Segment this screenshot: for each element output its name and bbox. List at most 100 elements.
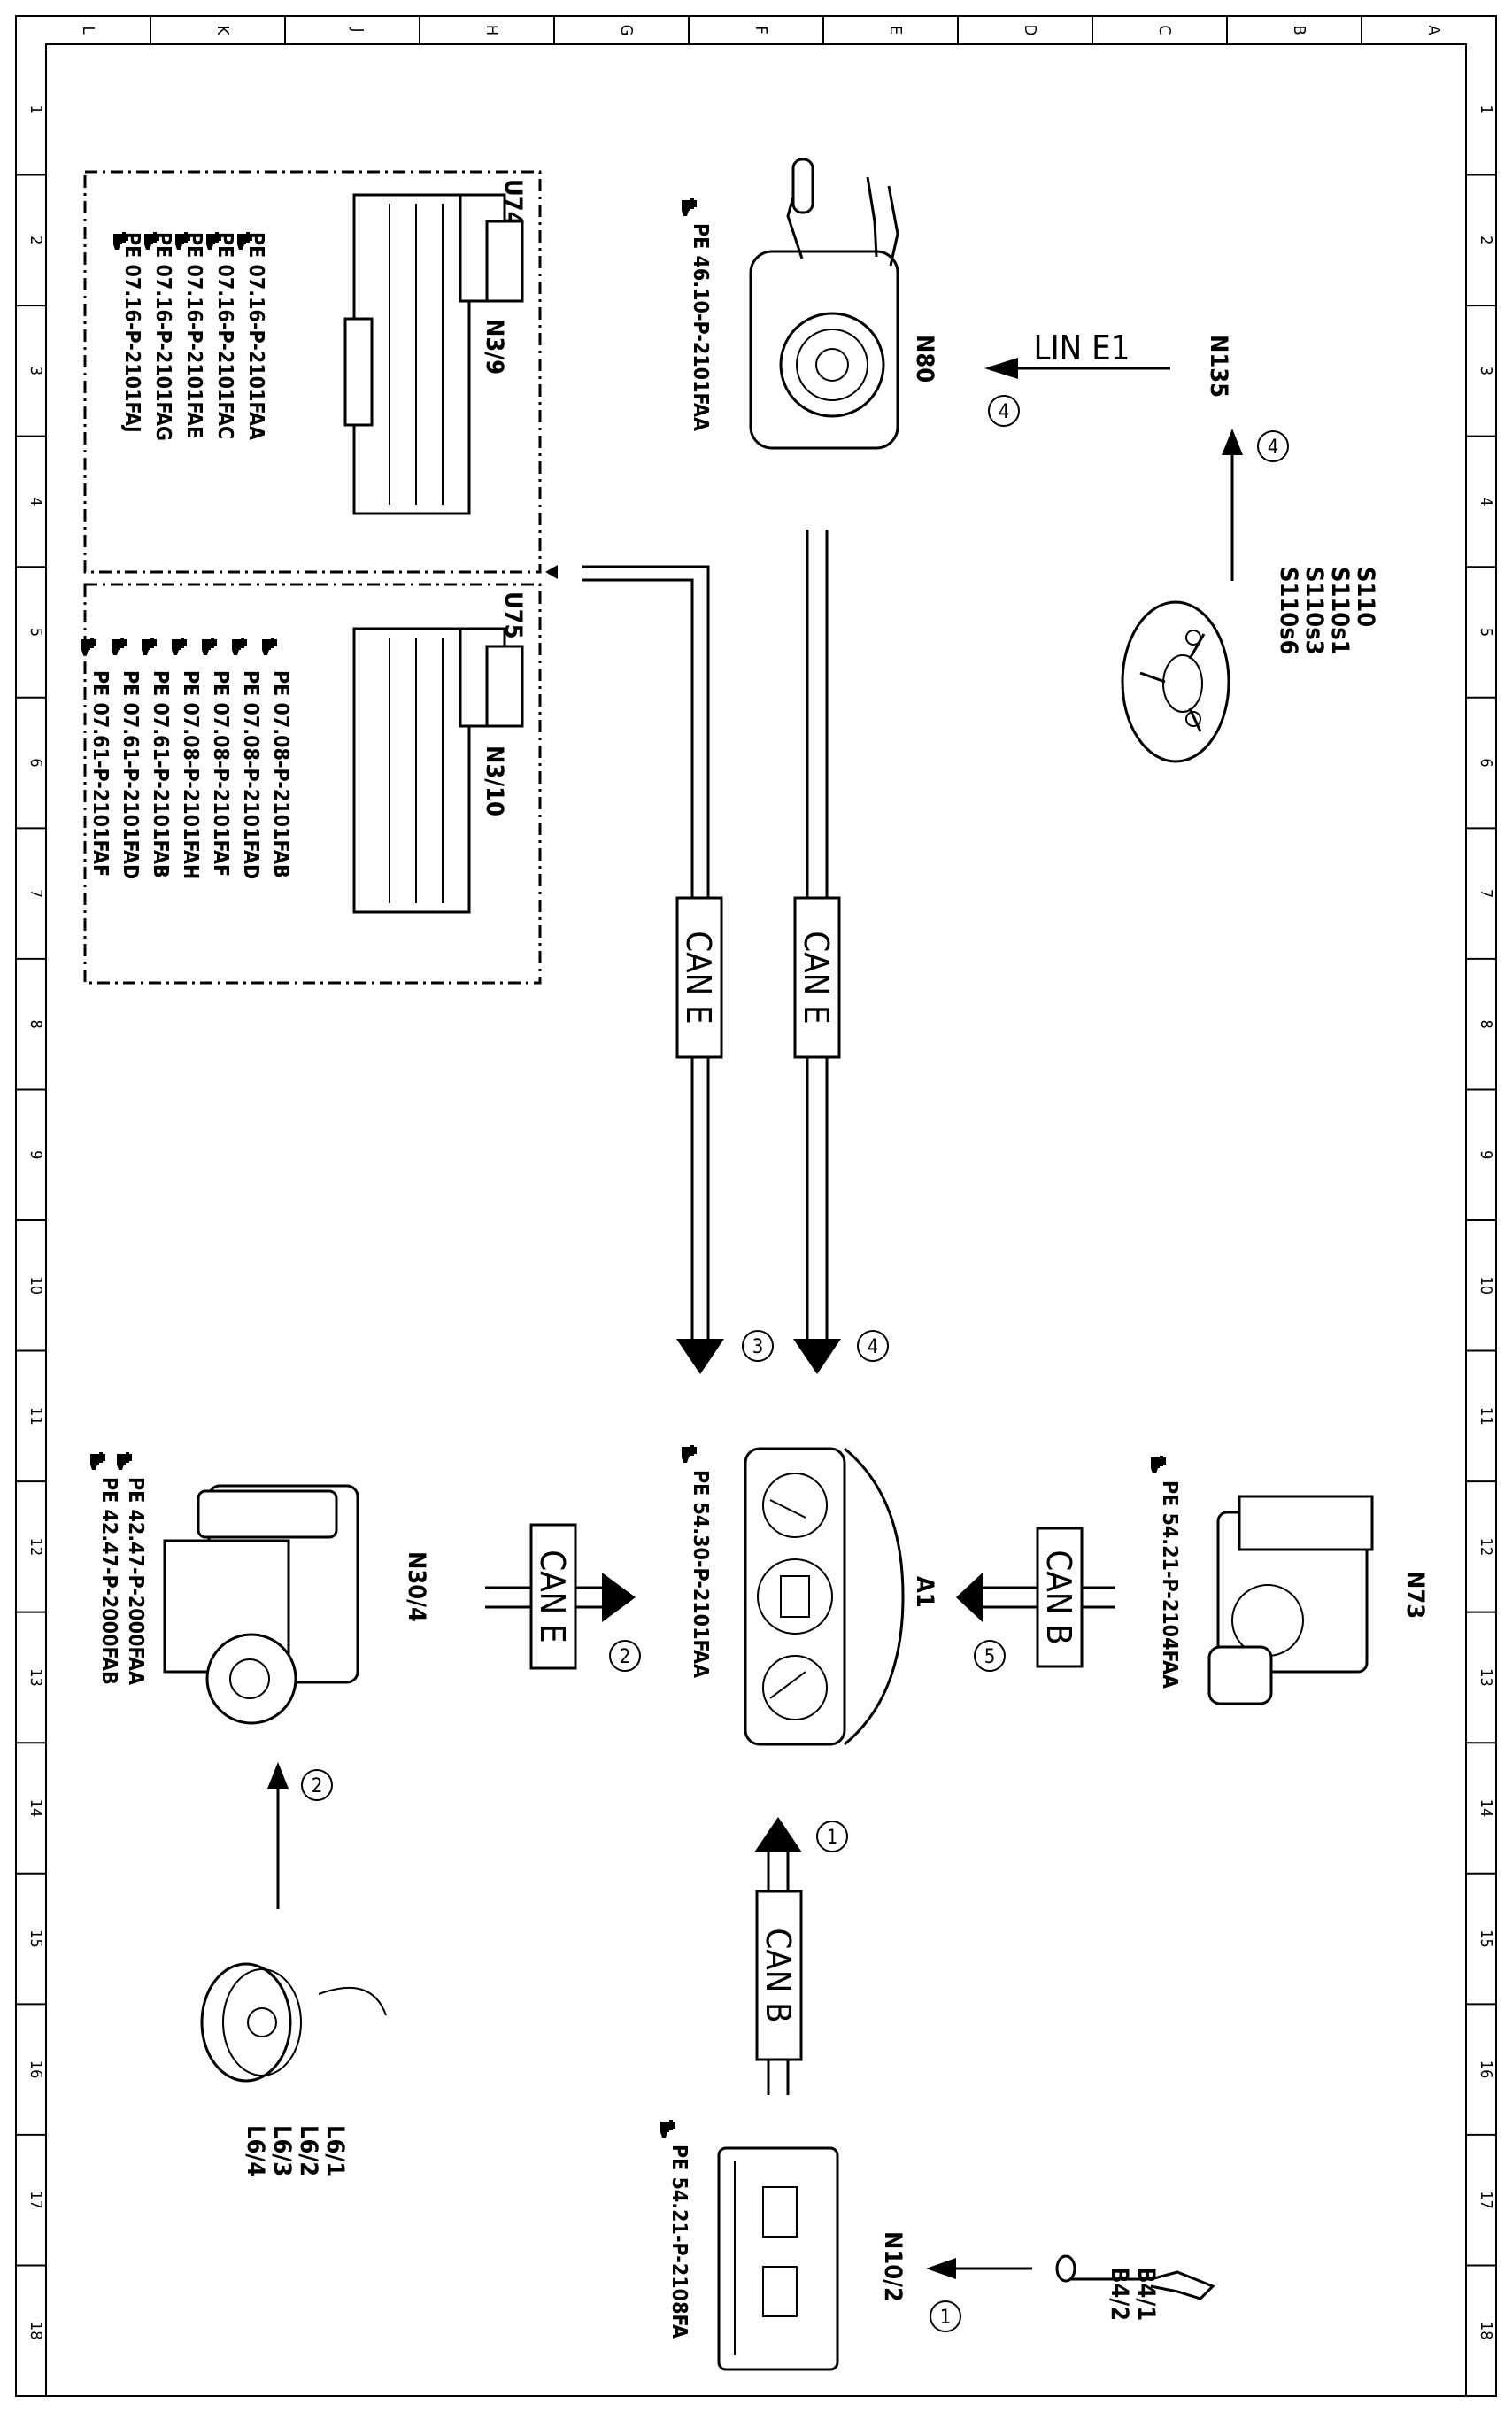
s110-id-0: S110 bbox=[1352, 567, 1379, 627]
grid-row-label: 11 bbox=[1477, 1407, 1495, 1426]
reference-hand-icon bbox=[682, 198, 697, 216]
n10-2-label: N10/2 bbox=[879, 2231, 906, 2302]
can-e-label: CAN E bbox=[533, 1550, 572, 1643]
u75-ref-5: PE 07.61-P-2101FAD bbox=[119, 670, 142, 879]
signal-number: 4 bbox=[1268, 437, 1279, 459]
grid-row-label: 13 bbox=[27, 1668, 45, 1687]
u75-ref-0: PE 07.08-P-2101FAB bbox=[269, 670, 292, 878]
n3-10-label: N3/10 bbox=[481, 746, 508, 816]
l6-id-3: L6/4 bbox=[242, 2125, 269, 2176]
grid-col-label: L bbox=[79, 26, 97, 34]
grid-row-label: 15 bbox=[27, 1929, 45, 1948]
grid-row-label: 4 bbox=[27, 497, 45, 506]
grid-col-label: F bbox=[752, 26, 770, 34]
u74-ref-list: PE 07.16-P-2101FAA PE 07.16-P-2101FAC PE… bbox=[113, 232, 267, 441]
grid-row-label: 7 bbox=[1477, 889, 1495, 898]
a1-group: A1 PE 54.30-P-2101FAA bbox=[682, 1445, 938, 1746]
u74-ref-1: PE 07.16-P-2101FAC bbox=[213, 232, 236, 439]
u74-ref-3: PE 07.16-P-2101FAG bbox=[151, 232, 174, 441]
signal-number: 3 bbox=[752, 1336, 764, 1358]
u74-ref-0: PE 07.16-P-2101FAA bbox=[244, 232, 267, 440]
signal-number: 5 bbox=[984, 1646, 996, 1668]
b4-group: B4/1 B4/2 1 bbox=[926, 2254, 1215, 2332]
n80-module bbox=[749, 158, 899, 450]
grid-ticks bbox=[15, 16, 1496, 2397]
grid-row-label: 10 bbox=[1477, 1276, 1495, 1295]
n10-2-ref: PE 54.21-P-2108FA bbox=[667, 2145, 690, 2339]
u74-ref-2: PE 07.16-P-2101FAE bbox=[182, 232, 205, 438]
b4-id-0: B4/1 bbox=[1132, 2267, 1160, 2321]
n73-label: N73 bbox=[1401, 1571, 1429, 1619]
n73-group: N73 PE 54.21-P-2104FAA CAN B 5 bbox=[956, 1456, 1429, 1705]
reference-hand-icon bbox=[81, 638, 277, 655]
grid-row-label: 16 bbox=[27, 2060, 45, 2079]
l6-id-0: L6/1 bbox=[321, 2125, 349, 2176]
wheel-speed-sensor-icon bbox=[200, 1962, 387, 2083]
n80-label: N80 bbox=[911, 335, 938, 383]
grid-row-label: 11 bbox=[27, 1407, 45, 1426]
signal-marker-3: 3 bbox=[742, 1330, 774, 1362]
grid-row-label: 6 bbox=[1477, 758, 1495, 767]
signal-number: 4 bbox=[999, 401, 1010, 423]
signal-marker-4: 4 bbox=[857, 1330, 889, 1362]
grid-row-label: 5 bbox=[1477, 628, 1495, 637]
grid-row-label: 15 bbox=[1477, 1929, 1495, 1948]
s110-id-2: S110s3 bbox=[1300, 567, 1328, 655]
signal-number: 1 bbox=[940, 2307, 952, 2329]
grid-row-label: 5 bbox=[27, 628, 45, 637]
grid-row-label: 18 bbox=[27, 2322, 45, 2340]
n30-4-label: N30/4 bbox=[403, 1551, 430, 1622]
signal-marker-1: 1 bbox=[816, 1821, 848, 1852]
grid-row-label: 9 bbox=[27, 1150, 45, 1159]
grid-row-label: 12 bbox=[1477, 1538, 1495, 1557]
steering-wheel-icon bbox=[1121, 600, 1230, 763]
grid-col-label: J bbox=[348, 27, 366, 33]
u75-ref-2: PE 07.08-P-2101FAF bbox=[209, 670, 232, 877]
n135-label: N135 bbox=[1205, 335, 1232, 398]
can-e-bus-n80: CAN E 4 bbox=[793, 530, 889, 1374]
fuel-sensor-icon bbox=[1055, 2254, 1215, 2300]
u75-ref-3: PE 07.08-P-2101FAH bbox=[179, 670, 202, 879]
signal-marker-5: 5 bbox=[974, 1640, 1006, 1672]
can-e-label: CAN E bbox=[679, 931, 718, 1024]
grid-col-label: C bbox=[1155, 25, 1174, 35]
grid-col-label: H bbox=[482, 25, 501, 35]
n135-group: N135 LIN E1 4 bbox=[984, 329, 1232, 427]
signal-number: 1 bbox=[827, 1827, 838, 1849]
grid-row-label: 3 bbox=[27, 367, 45, 375]
lin-e1-label: LIN E1 bbox=[1034, 329, 1130, 367]
n30-4-ref-0: PE 42.47-P-2000FAA bbox=[124, 1477, 147, 1685]
grid-col-label: D bbox=[1021, 25, 1039, 35]
grid-row-label: 16 bbox=[1477, 2060, 1495, 2079]
grid-row-label: 1 bbox=[1477, 105, 1495, 114]
n3-10-module bbox=[352, 627, 524, 914]
grid-row-label: 6 bbox=[27, 758, 45, 767]
grid-row-label: 8 bbox=[1477, 1020, 1495, 1029]
grid-row-label: 2 bbox=[27, 236, 45, 244]
grid-row-label: 17 bbox=[1477, 2191, 1495, 2209]
grid-row-label: 9 bbox=[1477, 1150, 1495, 1159]
signal-number: 2 bbox=[620, 1646, 631, 1668]
n10-2-module bbox=[717, 2146, 839, 2371]
n3-9-module bbox=[343, 193, 524, 515]
u74-group: U74 N3/9 PE 07.16-P-2101FAA PE 07.16-P-2… bbox=[83, 170, 542, 574]
signal-number: 2 bbox=[312, 1775, 323, 1797]
can-b-label: CAN B bbox=[1039, 1550, 1078, 1644]
grid-col-label: E bbox=[886, 26, 905, 35]
u74-ref-4: PE 07.16-P-2101FAJ bbox=[120, 232, 143, 433]
grid-row-label: 4 bbox=[1477, 497, 1495, 506]
grid-row-label: 14 bbox=[1477, 1799, 1495, 1818]
grid-row-label: 18 bbox=[1477, 2322, 1495, 2340]
n30-4-ref-1: PE 42.47-P-2000FAB bbox=[97, 1477, 120, 1685]
reference-hand-icon bbox=[1151, 1456, 1166, 1473]
grid-col-label: K bbox=[213, 26, 232, 35]
n73-module bbox=[1207, 1495, 1374, 1705]
grid-row-label: 14 bbox=[27, 1799, 45, 1818]
signal-marker-4: 4 bbox=[988, 395, 1020, 427]
n3-9-label: N3/9 bbox=[481, 319, 508, 375]
n80-group: N80 PE 46.10-P-2101FAA bbox=[682, 158, 938, 450]
grid-col-label: A bbox=[1424, 25, 1443, 35]
grid-col-label: G bbox=[617, 25, 636, 36]
